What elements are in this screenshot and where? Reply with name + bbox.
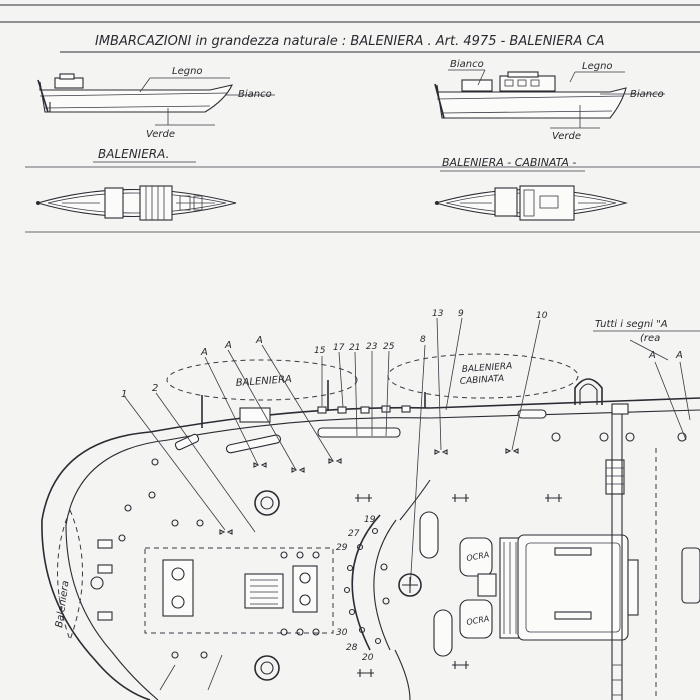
callout-1: 1: [121, 389, 127, 400]
callout-8: 8: [420, 335, 426, 345]
callout-a-1: A: [200, 347, 208, 358]
callout-a-5: A: [675, 350, 683, 361]
ocra-label-2: OCRA: [466, 614, 490, 627]
legno-label-left: Legno: [172, 66, 203, 77]
baleniera-cabinata-deck-label-2: CABINATA: [460, 374, 505, 387]
callout-20: 20: [362, 653, 374, 663]
bianco-label-right-top: Bianco: [450, 59, 484, 70]
cabinata-plan-title: BALENIERA - CABINATA -: [442, 156, 576, 169]
callout-19: 19: [364, 515, 376, 525]
bianco-label-right: Bianco: [630, 89, 664, 100]
baleniera-cabinata-plan-view: [434, 185, 629, 221]
callout-17: 17: [333, 343, 345, 353]
callout-15: 15: [314, 346, 326, 356]
verde-label-left: Verde: [146, 129, 175, 140]
callout-2: 2: [152, 383, 158, 394]
ocra-label-1: OCRA: [466, 550, 490, 563]
callout-10: 10: [536, 311, 548, 321]
page-title: IMBARCAZIONI in grandezza naturale : BAL…: [95, 34, 605, 49]
callout-leaders: [124, 317, 691, 691]
callout-a-2: A: [224, 340, 232, 351]
baleniera-profile-view: [37, 73, 275, 126]
callout-29: 29: [336, 543, 348, 553]
note-line-1: Tutti i segni "A: [595, 319, 668, 330]
callout-9: 9: [458, 309, 464, 319]
baleniera-cabinata-profile-view: [434, 69, 665, 129]
verde-label-right: Verde: [552, 131, 581, 142]
deck-plan: [41, 353, 700, 700]
note-line-2: (rea: [640, 333, 660, 344]
callout-a-3: A: [255, 335, 263, 346]
callout-13: 13: [432, 309, 444, 319]
baleniera-deck-label: BALENIERA: [235, 374, 292, 389]
baleniera-plan-title: BALENIERA.: [98, 147, 169, 161]
baleniera-plan-view: [36, 185, 237, 221]
callout-30: 30: [336, 628, 348, 638]
callout-25: 25: [383, 342, 395, 352]
bianco-label-left: Bianco: [238, 89, 272, 100]
baleniera-cabinata-deck-label-1: BALENIERA: [462, 361, 513, 374]
callout-28: 28: [346, 643, 358, 653]
legno-label-right: Legno: [582, 61, 613, 72]
callout-27: 27: [348, 529, 360, 539]
callout-21: 21: [349, 343, 360, 353]
callout-23: 23: [366, 342, 378, 352]
callout-a-4: A: [648, 350, 656, 361]
